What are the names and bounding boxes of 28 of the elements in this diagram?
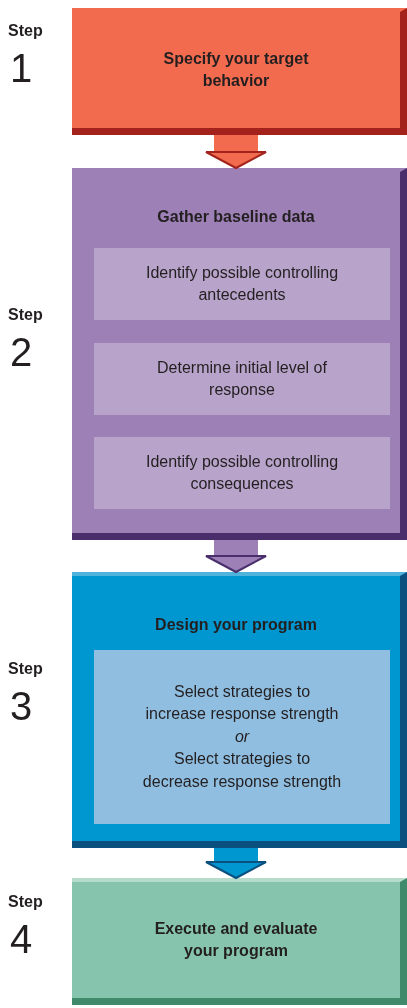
step-label: Step <box>8 306 44 324</box>
step-box <box>72 572 407 848</box>
block-arrow <box>205 540 267 573</box>
step-box <box>72 168 407 540</box>
step-number: 2 <box>10 330 34 374</box>
step-box <box>72 878 407 1005</box>
connector-word: or <box>234 726 250 747</box>
step-heading: Specify your target behavior <box>162 49 310 91</box>
block-arrow <box>205 135 267 169</box>
task-box <box>94 437 390 509</box>
step-box <box>72 8 407 135</box>
step-number: 3 <box>10 684 34 728</box>
step-label: Step <box>8 893 44 911</box>
task-box <box>94 248 390 320</box>
task-text: Identify possible controlling consequences <box>144 451 340 494</box>
task-text: Determine initial level of response <box>156 357 328 400</box>
step-number: 4 <box>10 917 34 961</box>
step-heading: Gather baseline data <box>156 207 316 227</box>
step-heading: Design your program <box>154 615 318 635</box>
step-heading: Execute and evaluate your program <box>153 919 319 961</box>
task-text: Identify possible controlling antecedents <box>144 262 340 305</box>
step-number: 1 <box>10 46 34 90</box>
task-text: Select strategies to decrease response strength <box>142 749 342 792</box>
step-label: Step <box>8 22 44 40</box>
task-box <box>94 343 390 415</box>
task-box <box>94 650 390 824</box>
block-arrow <box>205 848 267 879</box>
step-label: Step <box>8 660 44 678</box>
